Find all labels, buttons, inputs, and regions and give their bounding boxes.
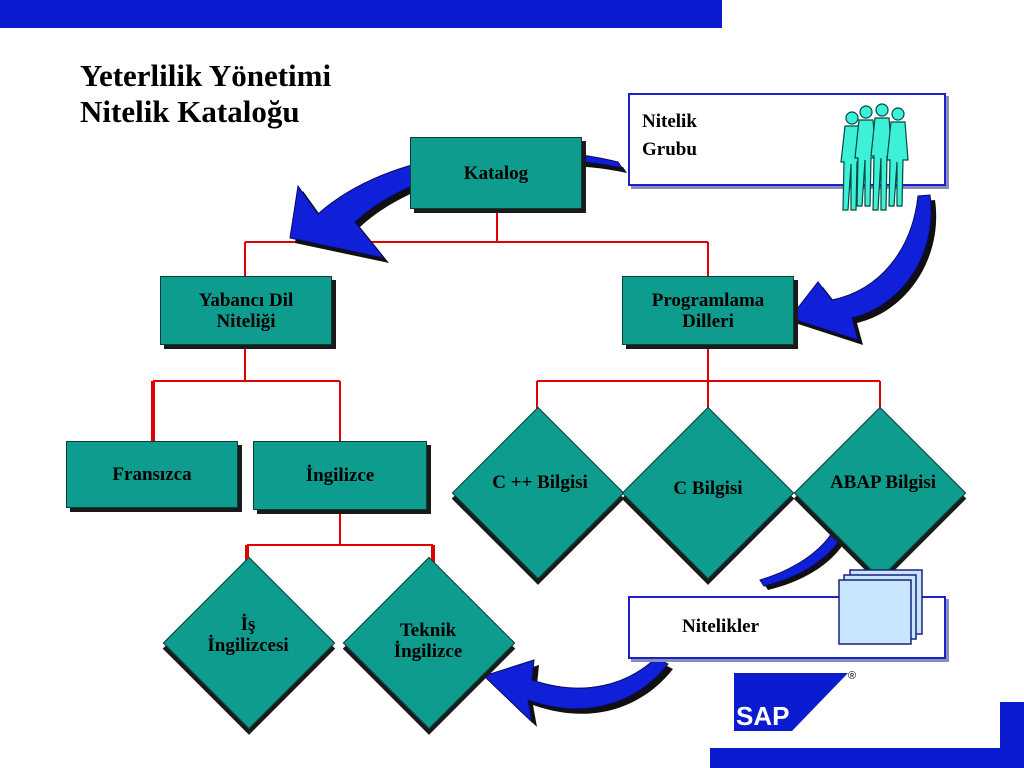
french-node: Fransızca — [66, 441, 238, 508]
documents-stack-icon — [838, 569, 923, 645]
english-label: İngilizce — [305, 465, 375, 486]
cpp-knowledge-label: C ++ Bilgisi — [492, 472, 588, 493]
foreign-language-node: Yabancı Dil Niteliği — [160, 276, 332, 345]
corner-brand-bar-horizontal — [710, 748, 1024, 768]
technical-english-label: Teknik İngilizce — [393, 620, 463, 662]
title-line-2: Nitelik Kataloğu — [80, 94, 300, 129]
c-knowledge-label: C Bilgisi — [673, 478, 743, 499]
people-group-icon — [840, 103, 909, 211]
registered-mark: ® — [848, 670, 857, 682]
qualification-group-label: Nitelik Grubu — [642, 111, 697, 160]
programming-languages-label: Programlama Dilleri — [651, 289, 765, 332]
sap-logo: SAP — [734, 673, 848, 731]
catalog-label: Katalog — [463, 162, 529, 184]
business-english-label: İş İngilizcesi — [207, 614, 289, 656]
programming-languages-node: Programlama Dilleri — [622, 276, 794, 345]
top-brand-bar — [0, 0, 722, 28]
sap-logo-text: SAP — [736, 701, 789, 731]
foreign-language-label: Yabancı Dil Niteliği — [198, 289, 294, 332]
french-label: Fransızca — [112, 464, 192, 485]
abap-knowledge-label: ABAP Bilgisi — [829, 472, 937, 493]
catalog-node: Katalog — [410, 137, 582, 209]
title-line-1: Yeterlilik Yönetimi — [80, 58, 332, 93]
english-node: İngilizce — [253, 441, 427, 510]
qualifications-label: Nitelikler — [682, 616, 760, 637]
slide-title: Yeterlilik Yönetimi Nitelik Kataloğu — [80, 58, 331, 130]
curved-arrow-icon — [483, 657, 673, 727]
